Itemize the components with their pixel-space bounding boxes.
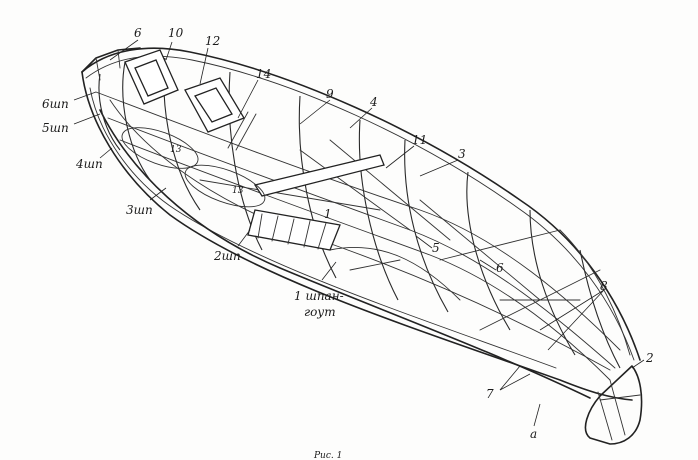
label-14: 14 bbox=[256, 67, 271, 81]
label-a: a bbox=[530, 427, 537, 441]
label-1: 1 bbox=[324, 207, 332, 221]
label-4: 4 bbox=[369, 95, 378, 109]
bow-stem bbox=[584, 365, 643, 445]
oval-cutouts bbox=[121, 127, 266, 208]
label-1shp2: гоут bbox=[304, 305, 336, 319]
part-labels: 6 10 12 6шп 5шп 4шп 13 13 14 9 4 11 3 3ш… bbox=[42, 26, 654, 460]
label-5sh: 5шп bbox=[42, 121, 69, 135]
label-6: 6 bbox=[134, 26, 142, 40]
hull-outline bbox=[81, 47, 641, 401]
cross-braces bbox=[199, 139, 601, 331]
leader-lines bbox=[73, 39, 645, 427]
label-2: 2 bbox=[645, 351, 654, 365]
label-6sh: 6шп bbox=[42, 97, 69, 111]
label-6b: 6 bbox=[496, 261, 504, 275]
stern-transom bbox=[81, 47, 141, 81]
label-10: 10 bbox=[168, 26, 184, 40]
label-13a: 13 bbox=[170, 145, 182, 155]
label-9: 9 bbox=[326, 87, 334, 101]
label-7: 7 bbox=[486, 387, 494, 401]
label-8: 8 bbox=[600, 279, 608, 293]
label-3sh: 3шп bbox=[126, 203, 153, 217]
label-2sh: 2шп bbox=[213, 249, 241, 263]
label-5: 5 bbox=[432, 241, 440, 255]
label-11: 11 bbox=[412, 133, 427, 147]
label-4sh: 4шп bbox=[75, 157, 103, 171]
floorboards bbox=[247, 209, 341, 251]
label-3: 3 bbox=[458, 147, 466, 161]
figure-caption: Рис. 1 bbox=[313, 451, 342, 460]
label-1shp: 1 шпан- bbox=[294, 289, 344, 303]
paddle bbox=[227, 111, 385, 197]
seat-frames bbox=[124, 49, 245, 133]
label-13b: 13 bbox=[232, 186, 244, 196]
label-12: 12 bbox=[205, 34, 220, 48]
